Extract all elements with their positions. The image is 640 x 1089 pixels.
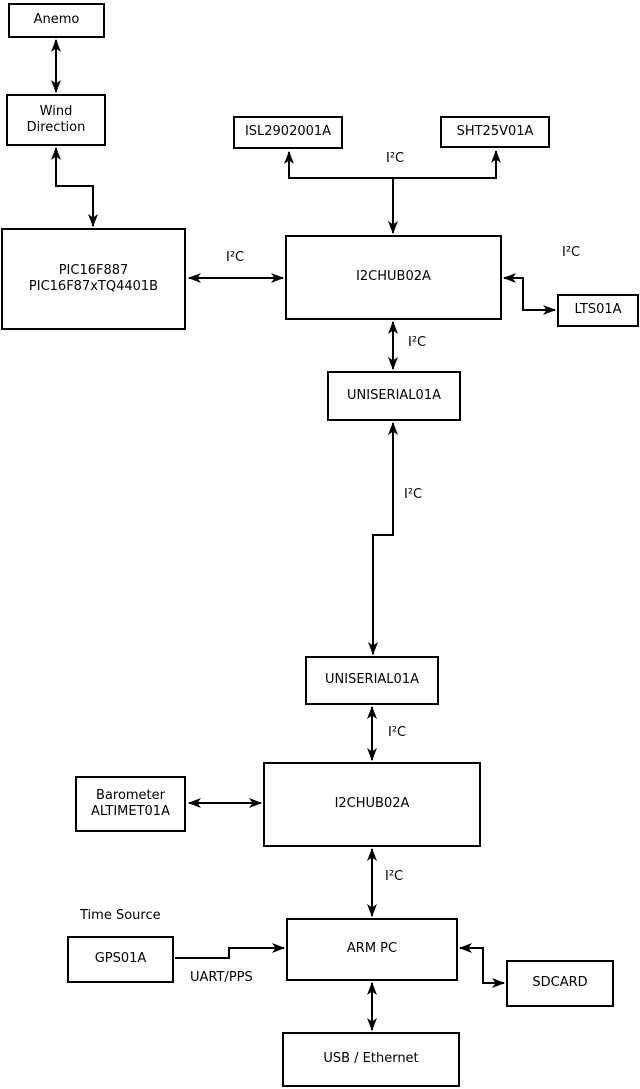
node-usb-ethernet-label: USB / Ethernet [323, 1051, 419, 1067]
node-pic: PIC16F887 PIC16F87xTQ4401B [1, 228, 186, 330]
edge-junction-sht [393, 150, 501, 179]
node-uniserial-2: UNISERIAL01A [305, 656, 439, 705]
node-wind-direction: Wind Direction [6, 94, 106, 146]
edge-uniserial1-uniserial2 [368, 422, 398, 655]
node-wind-direction-label: Wind Direction [26, 103, 86, 135]
node-lts-label: LTS01A [574, 302, 622, 318]
edge-label-i2c-sensors: I²C [386, 151, 405, 166]
node-isl-label: ISL2902001A [244, 124, 332, 140]
edge-wind-pic [51, 147, 98, 227]
node-sht: SHT25V01A [440, 116, 550, 148]
edge-label-i2c-pic-hub1: I²C [226, 250, 245, 265]
node-arm-pc: ARM PC [286, 918, 458, 981]
node-uniserial-1: UNISERIAL01A [327, 371, 461, 421]
node-gps-label: GPS01A [94, 951, 147, 967]
edge-label-i2c-uniserial1-uniserial2: I²C [404, 487, 423, 502]
node-uniserial-1-label: UNISERIAL01A [347, 387, 441, 403]
node-anemo-label: Anemo [33, 12, 80, 28]
edge-gps-arm [175, 943, 285, 959]
node-usb-ethernet: USB / Ethernet [282, 1032, 460, 1087]
node-i2chub-2: I2CHUB02A [263, 762, 481, 847]
edge-arm-sdcard [459, 943, 505, 988]
node-anemo: Anemo [8, 3, 105, 38]
edge-hub1-lts [503, 273, 556, 315]
edge-label-i2c-hub1-uniserial1: I²C [408, 335, 427, 350]
edge-label-i2c-hub2-arm: I²C [385, 869, 404, 884]
edge-junction-isl [284, 151, 393, 179]
node-sht-label: SHT25V01A [456, 123, 534, 139]
node-i2chub-1-label: I2CHUB02A [356, 269, 431, 285]
node-arm-pc-label: ARM PC [346, 941, 398, 957]
edge-label-i2c-uniserial2-hub2: I²C [388, 725, 407, 740]
node-gps: GPS01A [67, 936, 174, 983]
node-uniserial-2-label: UNISERIAL01A [325, 672, 419, 688]
node-barometer-label: Barometer ALTIMET01A [91, 787, 170, 819]
node-lts: LTS01A [557, 294, 639, 327]
node-i2chub-2-label: I2CHUB02A [334, 796, 410, 812]
node-sdcard: SDCARD [506, 960, 614, 1007]
node-sdcard-label: SDCARD [532, 975, 588, 991]
edge-label-uart-pps: UART/PPS [190, 970, 253, 985]
node-isl: ISL2902001A [233, 116, 343, 149]
edge-label-time-source: Time Source [80, 908, 161, 923]
edge-label-i2c-lts: I²C [562, 245, 581, 260]
node-i2chub-1: I2CHUB02A [285, 235, 502, 320]
node-barometer: Barometer ALTIMET01A [75, 776, 186, 832]
node-pic-label: PIC16F887 PIC16F87xTQ4401B [28, 262, 159, 294]
